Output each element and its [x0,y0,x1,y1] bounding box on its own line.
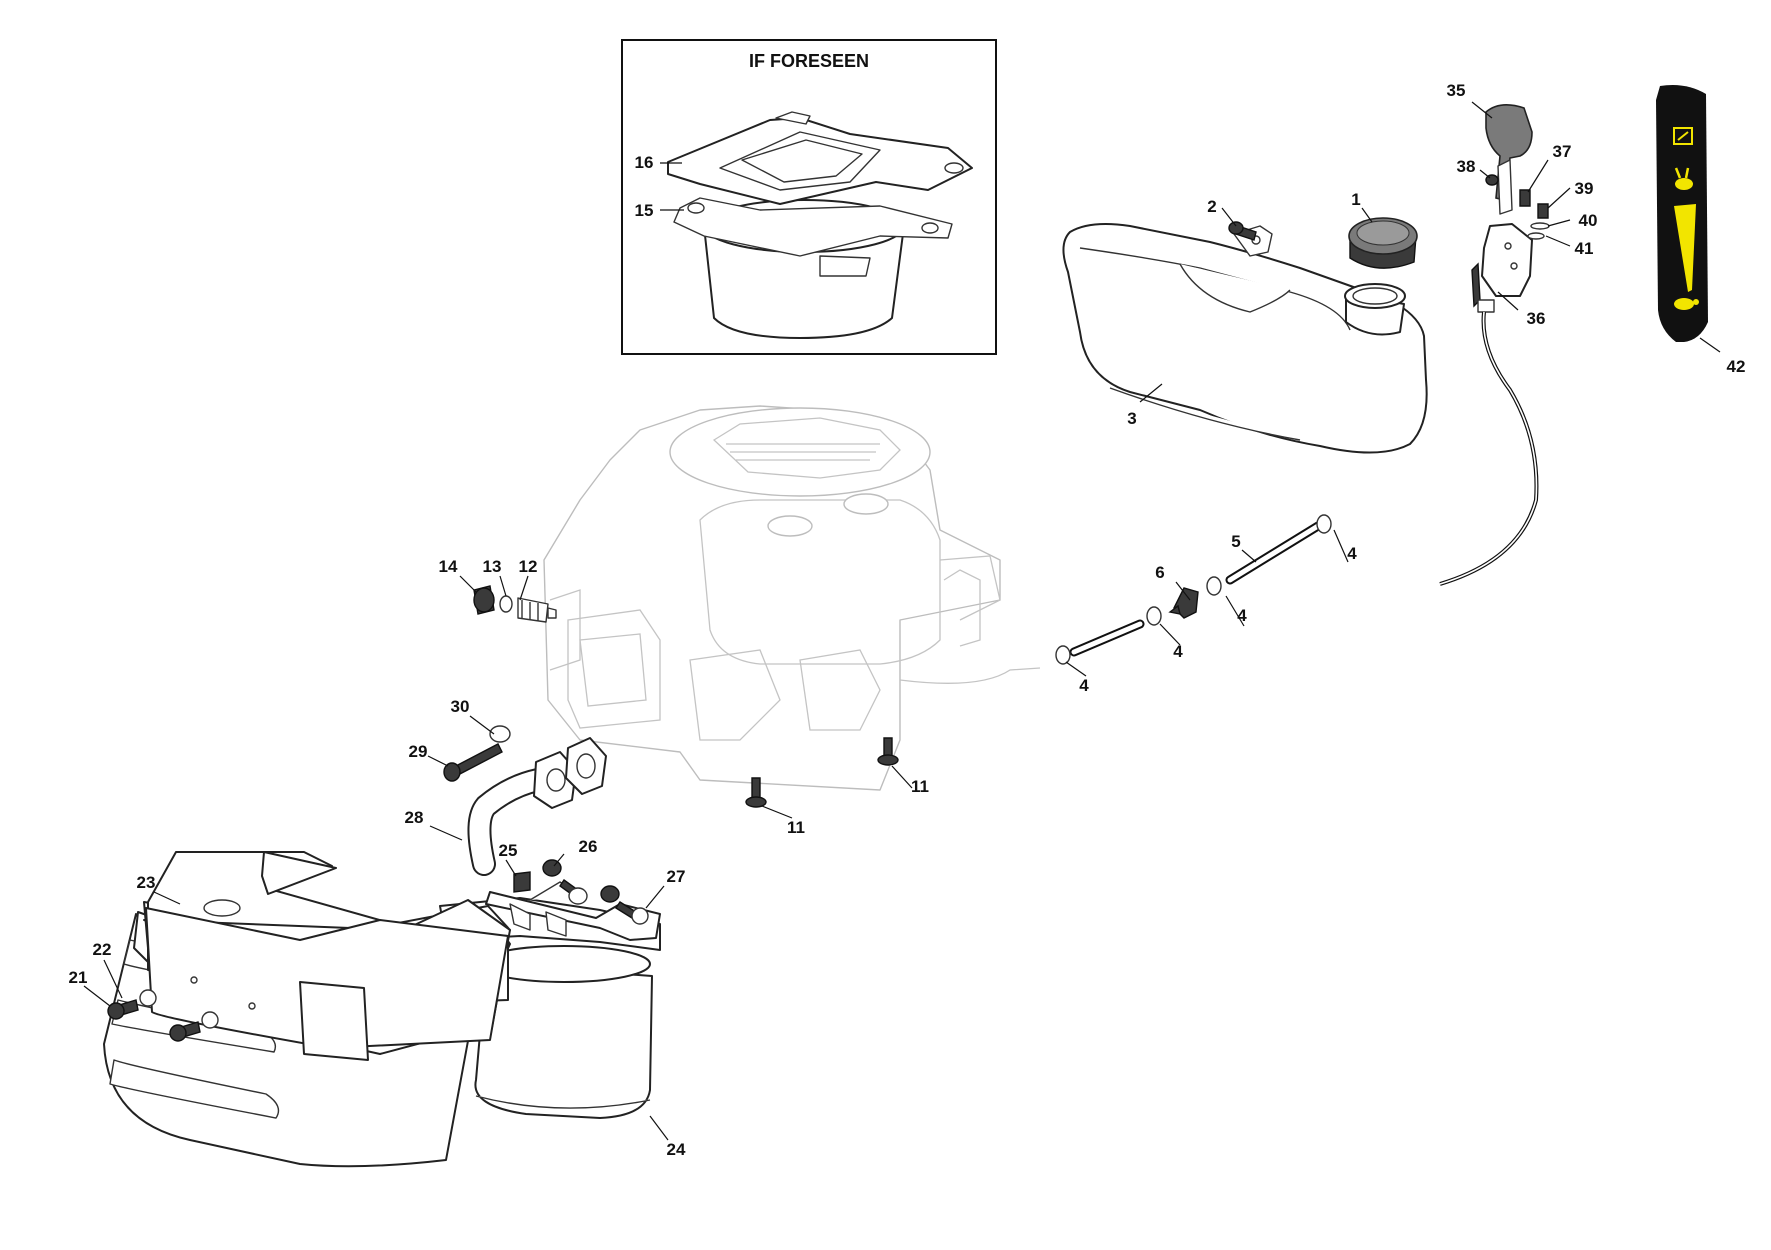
callout-41: 41 [1575,239,1594,258]
callout-27: 27 [667,867,686,886]
callout-37: 37 [1553,142,1572,161]
muffler-bracket [485,891,661,941]
callout-39: 39 [1575,179,1594,198]
muffler-bolts [443,725,649,925]
callout-3: 3 [1127,409,1136,428]
callout-25: 25 [499,841,518,860]
choke-icon [1673,127,1693,145]
engine-bolts [745,737,899,808]
leader-lines [83,101,1721,1141]
callout-labels: 16 15 1 2 3 4 4 4 4 5 6 11 11 12 13 14 3… [69,81,1746,1159]
callout-13: 13 [483,557,502,576]
callout-24: 24 [667,1140,686,1159]
callout-23: 23 [137,873,156,892]
callout-4-d: 4 [1079,676,1089,695]
throttle-cable [1439,311,1539,586]
callout-14: 14 [439,557,458,576]
turtle-slow-icon [1674,298,1699,310]
callout-38: 38 [1457,157,1476,176]
gasket-frame [667,111,973,205]
throttle-decal [1656,85,1708,342]
callout-28: 28 [405,808,424,827]
exhaust-gasket [565,737,607,795]
inset-if-foreseen: IF FORESEEN [621,39,997,355]
throttle-control [1471,104,1550,313]
callout-16: 16 [635,153,654,172]
callout-11-b: 11 [787,818,805,837]
shield-bolts [107,989,219,1042]
callout-36: 36 [1527,309,1546,328]
inset-title: IF FORESEEN [749,51,869,71]
tank-screw [1228,221,1257,241]
callout-5: 5 [1231,532,1240,551]
callout-21: 21 [69,968,88,987]
callout-11-a: 11 [911,777,929,796]
rabbit-fast-icon [1674,167,1693,190]
heat-shield [103,851,511,1168]
callout-4-a: 4 [1347,544,1357,563]
fuel-tank [1062,223,1428,454]
callout-22: 22 [93,940,112,959]
callout-4-c: 4 [1173,642,1183,661]
callout-42: 42 [1727,357,1746,376]
oil-drain-parts [473,585,557,623]
fuel-filter [1168,587,1199,619]
callout-29: 29 [409,742,428,761]
fuel-cap [1348,217,1418,269]
callout-40: 40 [1579,211,1598,230]
callout-1: 1 [1351,190,1360,209]
callout-12: 12 [519,557,538,576]
callout-35: 35 [1447,81,1466,100]
air-filter-bowl [673,197,953,339]
callout-30: 30 [451,697,470,716]
fuel-hose-upper [1225,521,1323,585]
speed-wedge [1674,204,1696,292]
hose-clamps [1055,514,1332,665]
callout-4-b: 4 [1237,606,1247,625]
callout-26: 26 [579,837,598,856]
callout-2: 2 [1207,197,1216,216]
callout-6: 6 [1155,563,1164,582]
callout-15: 15 [635,201,654,220]
engine-outline [543,405,1041,791]
exhaust-pipe [467,751,577,876]
fuel-hose-lower [1069,619,1145,657]
